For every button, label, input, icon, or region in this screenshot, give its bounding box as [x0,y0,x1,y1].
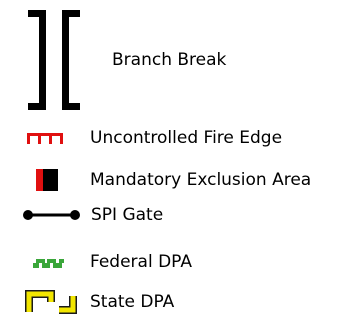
legend-label-mandatory-exclusion-area: Mandatory Exclusion Area [90,170,312,190]
legend-item-branch-break: Branch Break [0,0,348,120]
legend-label-uncontrolled-fire-edge: Uncontrolled Fire Edge [90,128,283,148]
legend-label-federal-dpa: Federal DPA [90,252,192,272]
legend-label-state-dpa: State DPA [90,292,175,312]
branch-break-icon [28,10,80,110]
federal-dpa-icon [33,259,64,268]
legend-item-state-dpa: State DPA [0,284,348,320]
spi-gate-icon [23,210,80,220]
legend-label-branch-break: Branch Break [112,50,227,70]
legend-item-federal-dpa: Federal DPA [0,248,348,278]
legend-item-mandatory-exclusion-area: Mandatory Exclusion Area [0,160,348,196]
mandatory-exclusion-area-icon [36,169,58,191]
legend-item-uncontrolled-fire-edge: Uncontrolled Fire Edge [0,122,348,152]
legend-label-spi-gate: SPI Gate [91,205,164,225]
uncontrolled-fire-edge-icon [27,133,63,144]
legend-item-spi-gate: SPI Gate [0,200,348,230]
state-dpa-icon [25,290,77,314]
